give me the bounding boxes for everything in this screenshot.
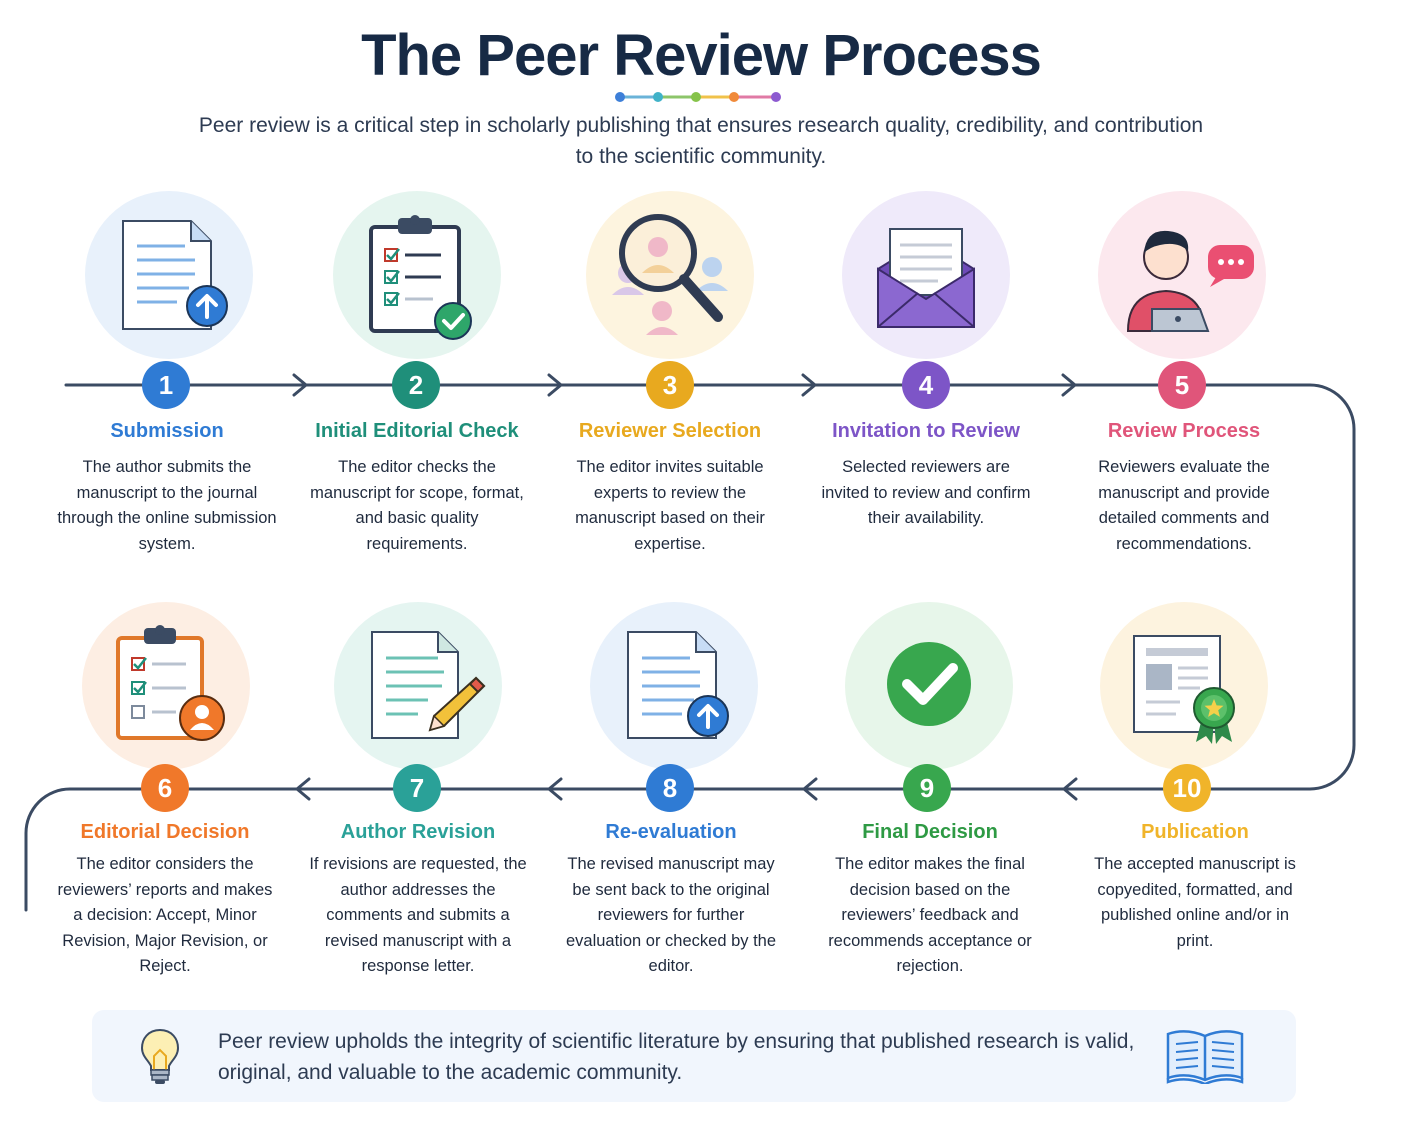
- step-title: Submission: [110, 420, 224, 442]
- step-description: The author submits the manuscript to the…: [57, 458, 277, 553]
- step-title: Re-evaluation: [605, 821, 737, 843]
- magnifier-people-icon: [612, 214, 728, 335]
- color-dots-divider: [615, 92, 781, 102]
- step-description: Reviewers evaluate the manuscript and pr…: [1098, 458, 1270, 553]
- step-title: Invitation to Review: [832, 420, 1020, 442]
- step-number: 5: [1158, 361, 1206, 409]
- open-book-icon: [1166, 1030, 1244, 1084]
- step-number: 4: [902, 361, 950, 409]
- step-description: Selected reviewers are invited to review…: [821, 458, 1031, 528]
- step-description: The revised manuscript may be sent back …: [565, 855, 777, 976]
- step-description: The editor checks the manuscript for sco…: [310, 458, 524, 553]
- document-upload-icon: [122, 220, 228, 330]
- step-title: Review Process: [1107, 420, 1261, 442]
- footer-text: Peer review upholds the integrity of sci…: [218, 1030, 1135, 1084]
- footer-note: Peer review upholds the integrity of sci…: [92, 1010, 1296, 1102]
- step-title: Reviewer Selection: [578, 420, 762, 442]
- step-title: Editorial Decision: [80, 821, 250, 843]
- step-number: 7: [393, 764, 441, 812]
- step-title: Author Revision: [340, 821, 496, 843]
- step-number: 8: [646, 764, 694, 812]
- checkmark-circle-icon: [887, 642, 971, 726]
- step-description: The editor makes the final decision base…: [828, 855, 1032, 976]
- step-description: The editor considers the reviewers’ repo…: [57, 855, 273, 976]
- clipboard-check-icon: [369, 215, 472, 340]
- step-number: 1: [142, 361, 190, 409]
- step-title: Publication: [1141, 821, 1249, 843]
- page-title: The Peer Review Process: [361, 23, 1042, 88]
- step-title: Initial Editorial Check: [315, 420, 519, 442]
- clipboard-user-icon: [116, 625, 225, 741]
- reviewer-laptop-icon: [1126, 230, 1254, 332]
- step-number: 3: [646, 361, 694, 409]
- envelope-letter-icon: [877, 228, 975, 328]
- step-number: 10: [1163, 764, 1211, 812]
- step-title: Final Decision: [862, 821, 998, 843]
- lightbulb-icon: [140, 1028, 180, 1084]
- subtitle: Peer review is a critical step in schola…: [198, 114, 1204, 168]
- certificate-document-icon: [1133, 635, 1235, 744]
- step-description: The accepted manuscript is copyedited, f…: [1094, 855, 1296, 950]
- step-description: If revisions are requested, the author a…: [309, 855, 527, 976]
- document-pencil-icon: [371, 631, 486, 739]
- step-number: 2: [392, 361, 440, 409]
- step-number: 6: [141, 764, 189, 812]
- document-upload-icon: [627, 631, 729, 739]
- step-number: 9: [903, 764, 951, 812]
- step-description: The editor invites suitable experts to r…: [575, 458, 765, 553]
